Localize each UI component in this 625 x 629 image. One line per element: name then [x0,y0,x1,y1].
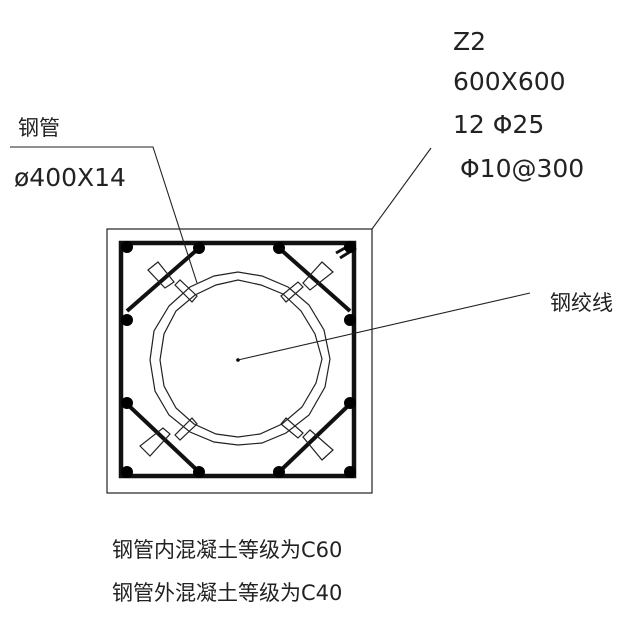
strand-leader [237,292,531,361]
strand-label: 钢绞线 [550,291,613,315]
rebar-dot [121,466,133,478]
leader-lines [10,146,531,361]
rebar-dot [121,314,133,326]
shear-connectors [139,261,334,461]
column-leader [371,147,432,230]
rebar-dot [121,241,133,253]
rebar-dot [273,466,285,478]
rebar-dot [193,466,205,478]
rebar-dot [344,314,356,326]
rebar-dot [193,242,205,254]
rebar-dot [121,397,133,409]
corner-ties [125,246,352,474]
steel-tube-label: 钢管 [18,116,60,140]
steel-tube-inner [159,279,323,438]
rebar-dot [344,397,356,409]
column-tag: Z2 [453,27,486,56]
steel-tube-outer [149,271,331,446]
inner-concrete-note: 钢管内混凝土等级为C60 [112,538,342,562]
tube-leader [10,146,198,284]
column-outline [106,228,373,494]
steel-tube-spec: ø400X14 [14,163,126,192]
outer-concrete-note: 钢管外混凝土等级为C40 [112,581,342,605]
column-section-size: 600X600 [453,67,566,96]
stirrup-perimeter [118,240,357,479]
stirrup-spec: Φ10@300 [460,154,584,183]
rebar-dot [344,241,356,253]
rebar-dot [273,242,285,254]
main-rebars [121,241,356,478]
rebar-dot [344,466,356,478]
main-rebar-spec: 12 Φ25 [453,110,544,139]
